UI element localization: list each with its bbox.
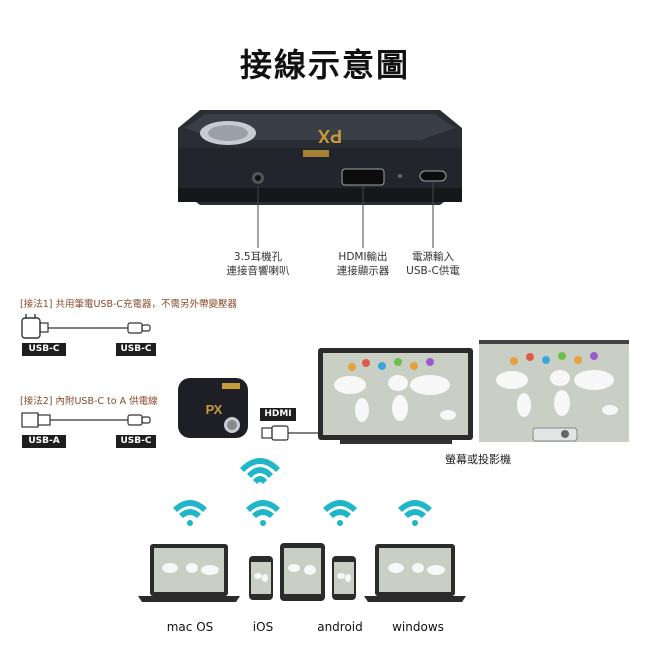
hdmi-port: [341, 168, 385, 186]
page-title: 接線示意圖: [239, 46, 410, 84]
android-tablet-icon: [280, 543, 325, 601]
os-label-windows: windows: [392, 620, 444, 634]
svg-text:P: P: [206, 402, 215, 417]
method-2-label: [接法2] 內附USB-C to A 供電線: [20, 396, 158, 407]
iphone-icon: [249, 556, 273, 600]
method-1-label: [接法1] 共用筆電USB-C充電器，不需另外帶變壓器: [20, 299, 238, 310]
method-1-left-tag: USB-C: [22, 343, 66, 356]
method-2-left-tag: USB-A: [22, 435, 66, 448]
port-label-hdmi: HDMI輸出 連接顯示器: [336, 251, 390, 277]
method-1-right-tag: USB-C: [116, 343, 156, 356]
windows-laptop-icon: [364, 544, 466, 602]
os-label-android: android: [317, 620, 363, 634]
usbc-port: [419, 170, 447, 182]
android-phone-icon: [332, 556, 356, 600]
port-label-power: 電源輸入 USB-C供電: [406, 251, 460, 277]
display-caption: 螢幕或投影機: [445, 453, 511, 466]
port-label-audio: 3.5耳機孔 連接音響喇叭: [226, 251, 290, 277]
os-label-macos: mac OS: [166, 620, 214, 634]
macbook-icon: [138, 544, 240, 602]
method-2-right-tag: USB-C: [116, 435, 156, 448]
svg-text:X: X: [214, 402, 223, 417]
device-logo: PX: [318, 126, 342, 146]
os-label-ios: iOS: [252, 620, 274, 634]
hdmi-tag: HDMI: [260, 408, 296, 421]
